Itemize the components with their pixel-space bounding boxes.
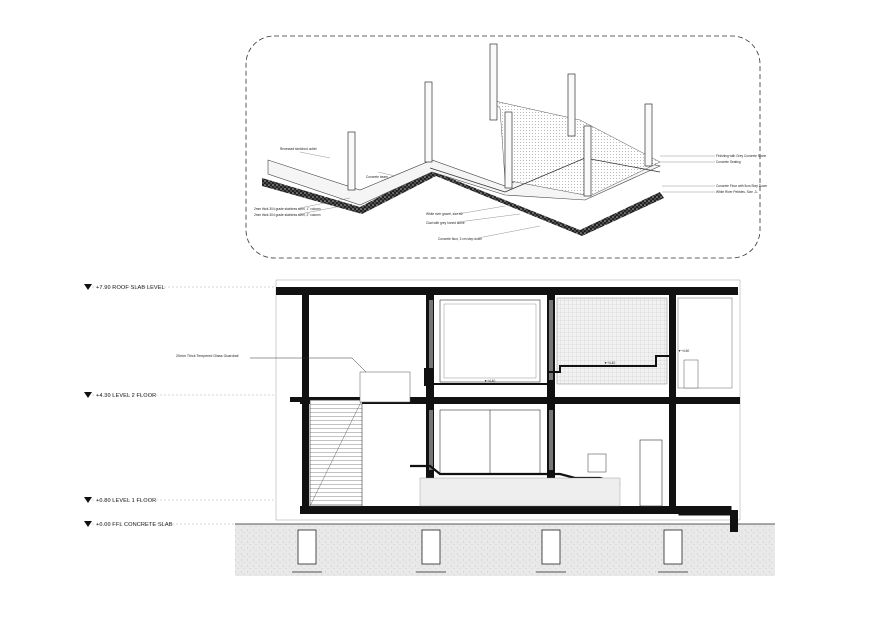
label-right-note-4: White River Pebbles, Size -3-: [716, 190, 758, 194]
upper-window-opening: [439, 299, 541, 383]
roof-slab: [276, 287, 738, 295]
label-concrete-beam: Concrete beam: [366, 175, 388, 179]
footing: [663, 529, 683, 565]
label-column-2: 2mm thick 304 grade stainless steel, 2" …: [254, 213, 321, 217]
level-label-ffl: +0.00 FFL CONCRETE SLAB: [96, 522, 173, 528]
axonometric-detail: Recessed sketched outlet Concrete beam 2…: [245, 35, 767, 259]
label-right-note-3: Concrete Floor with 5cm Step Down: [716, 184, 767, 188]
wall-left: [302, 295, 309, 506]
column: [547, 295, 555, 506]
level-triangle: [84, 521, 92, 527]
opening-right: [683, 359, 699, 389]
planter-edge: [424, 368, 434, 386]
spot-level-mark: ▼+4.40: [604, 361, 615, 365]
axon-column: [504, 111, 513, 189]
column: [669, 295, 676, 506]
level2-slab-edge: [290, 397, 304, 402]
concrete-step: [429, 157, 661, 193]
level-label-level1: +0.80 LEVEL 1 FLOOR: [96, 498, 156, 504]
axon-column: [424, 81, 433, 163]
level-lines: [88, 286, 275, 525]
stair-stringer: [309, 399, 363, 507]
axon-column: [567, 73, 576, 137]
level-triangle: [84, 284, 92, 290]
cladding: [549, 300, 553, 380]
axon-frame: [245, 35, 761, 259]
guardrail-note: 20mm Thick Tempered Glass Guardrail: [176, 354, 239, 358]
ground-soil: [235, 524, 775, 576]
axon-column: [644, 103, 653, 167]
axon-column: [347, 131, 356, 191]
level-label-level2: +4.30 LEVEL 2 FLOOR: [96, 393, 156, 399]
footing: [421, 529, 441, 565]
level-triangle: [84, 392, 92, 398]
axon-leaders: [299, 151, 715, 239]
spot-level-mark: ▼+4.40: [484, 379, 495, 383]
gravel-band-right: [430, 170, 664, 236]
label-parapet: Recessed sketched outlet: [280, 147, 317, 151]
footing: [541, 529, 561, 565]
section-columns: [302, 295, 676, 506]
end-wall-stub: [730, 510, 738, 532]
label-clad-grey: Clad with grey honed stone: [426, 221, 465, 225]
axon-column: [489, 43, 498, 121]
screen-panel: [556, 297, 668, 385]
sunken-floor: [419, 477, 621, 507]
level1-step: [678, 506, 732, 516]
footing: [297, 529, 317, 565]
cladding: [429, 300, 433, 380]
level-label-roof: +7.90 ROOF SLAB LEVEL: [96, 285, 165, 291]
column-cladding: [429, 300, 553, 470]
building-section: +7.90 ROOF SLAB LEVEL +4.30 LEVEL 2 FLOO…: [84, 279, 775, 576]
guardrail-leader: [250, 357, 367, 373]
upper-window-inner: [443, 303, 537, 379]
column: [426, 295, 434, 506]
axon-columns: [347, 43, 653, 197]
level2-slab: [300, 397, 740, 404]
door: [639, 439, 663, 507]
label-right-note-1: Finishing with Grey Concrete Stone: [716, 154, 766, 158]
label-concrete-floor: Concrete floor, 3 cm step down: [438, 237, 482, 241]
level-markers: [84, 284, 92, 527]
cladding: [549, 410, 553, 470]
cladding: [429, 410, 433, 470]
label-right-note-2: Concrete Seating: [716, 160, 741, 164]
label-white-gravel: White river gravel, size #2: [426, 212, 463, 216]
cabinet: [587, 453, 607, 473]
label-column-1: 2mm thick 304 grade stainless steel, 1" …: [254, 207, 321, 211]
axon-column: [583, 125, 592, 197]
level-triangle: [84, 497, 92, 503]
upper-stair-run: [359, 371, 411, 403]
spot-level-mark: ▼+4.60: [678, 349, 689, 353]
upper-step-profile: [430, 355, 670, 385]
footings: [297, 529, 683, 565]
level1-slab: [300, 506, 680, 514]
